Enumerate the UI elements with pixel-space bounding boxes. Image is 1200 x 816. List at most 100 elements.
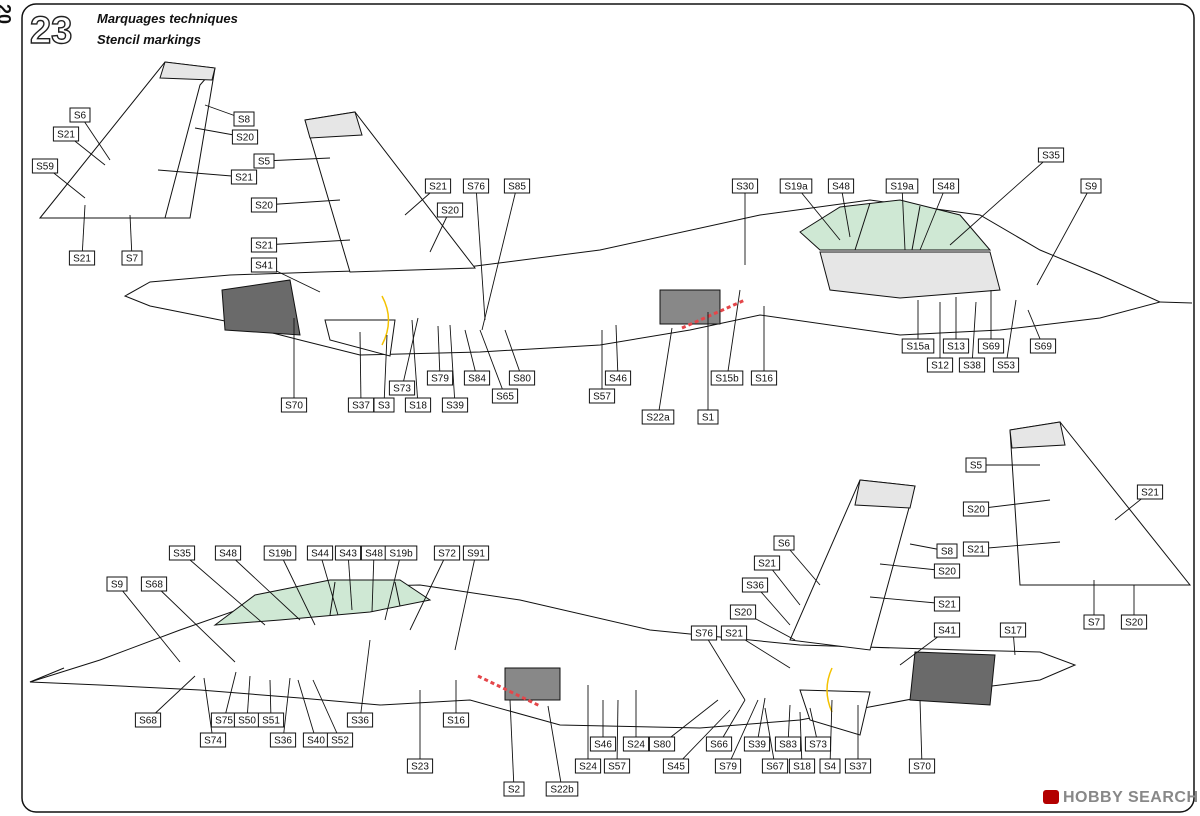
callout-box bbox=[844, 758, 872, 774]
callout-label: S37 bbox=[849, 762, 867, 773]
callout-label: S69 bbox=[982, 342, 1000, 353]
callout-box bbox=[901, 338, 935, 354]
leader-line bbox=[504, 329, 523, 379]
callout-label: S2 bbox=[508, 785, 521, 796]
callout-box bbox=[958, 357, 986, 373]
leader-line bbox=[726, 289, 741, 379]
nose-pitot-top bbox=[1159, 301, 1193, 304]
callout-box bbox=[462, 178, 490, 194]
callout-label: S40 bbox=[307, 736, 325, 747]
callout-label: S46 bbox=[609, 374, 627, 385]
callout-s13: S13 bbox=[942, 297, 970, 354]
callout-s91: S91 bbox=[454, 545, 490, 651]
callout-label: S18 bbox=[409, 401, 427, 412]
callout-label: S73 bbox=[809, 740, 827, 751]
callout-s21: S21 bbox=[52, 126, 106, 166]
callout-label: S21 bbox=[1141, 488, 1159, 499]
callout-box bbox=[441, 397, 469, 413]
callout-s69: S69 bbox=[1027, 309, 1057, 354]
callout-s39: S39 bbox=[441, 324, 469, 413]
callout-s35: S35 bbox=[168, 545, 266, 626]
leader-line bbox=[153, 583, 236, 663]
callout-box bbox=[788, 758, 816, 774]
callout-label: S20 bbox=[1125, 618, 1143, 629]
callout-box bbox=[774, 736, 802, 752]
callout-label: S21 bbox=[429, 182, 447, 193]
callout-box bbox=[603, 758, 631, 774]
callout-label: S19a bbox=[784, 182, 808, 193]
callout-s59: S59 bbox=[31, 158, 86, 199]
callout-box bbox=[231, 129, 259, 145]
canopy-frame-1 bbox=[854, 202, 871, 251]
leader-line bbox=[282, 677, 291, 741]
callout-s44: S44 bbox=[306, 545, 339, 616]
callout-label: S22b bbox=[550, 785, 574, 796]
callout-box bbox=[908, 758, 936, 774]
watermark-logo-icon bbox=[1043, 790, 1059, 804]
leader-line bbox=[227, 552, 301, 621]
callout-s45: S45 bbox=[662, 709, 731, 774]
callout-label: S19b bbox=[389, 549, 413, 560]
callout-label: S21 bbox=[235, 173, 253, 184]
callout-box bbox=[1029, 338, 1057, 354]
callout-box bbox=[503, 178, 531, 194]
leader-line bbox=[975, 541, 1061, 550]
callout-label: S9 bbox=[1085, 182, 1098, 193]
callout-label: S59 bbox=[36, 162, 54, 173]
callout-box bbox=[942, 338, 970, 354]
callout-box bbox=[140, 576, 168, 592]
callout-label: S20 bbox=[441, 206, 459, 217]
callout-box bbox=[932, 178, 960, 194]
callout-box bbox=[977, 338, 1005, 354]
leader-line bbox=[437, 325, 441, 379]
callout-box bbox=[999, 622, 1027, 638]
callout-s22b: S22b bbox=[545, 705, 579, 797]
callout-s80: S80 bbox=[648, 699, 719, 752]
callout-s37: S37 bbox=[347, 331, 375, 413]
callout-label: S57 bbox=[608, 762, 626, 773]
canopy-frame-b2 bbox=[394, 581, 401, 607]
leader-line bbox=[971, 301, 977, 366]
leader-line bbox=[919, 699, 923, 767]
callout-box bbox=[710, 370, 744, 386]
callout-label: S21 bbox=[938, 600, 956, 611]
callout-s36: S36 bbox=[741, 577, 791, 626]
callout-label: S80 bbox=[513, 374, 531, 385]
callout-s79: S79 bbox=[714, 699, 759, 774]
callout-s41: S41 bbox=[899, 622, 961, 666]
nose-pitot-bottom bbox=[29, 667, 65, 683]
callout-box bbox=[406, 758, 434, 774]
callout-s79: S79 bbox=[426, 325, 454, 386]
yellow-line-bottom bbox=[826, 667, 833, 713]
cockpit-panel-top bbox=[819, 251, 1001, 299]
leader-line bbox=[764, 707, 776, 767]
callout-label: S45 bbox=[667, 762, 685, 773]
callout-label: S35 bbox=[173, 549, 191, 560]
callout-box bbox=[933, 563, 961, 579]
intake-grille-bottom bbox=[504, 667, 561, 701]
leader-line bbox=[919, 185, 947, 251]
leader-line bbox=[384, 552, 402, 621]
callout-label: S21 bbox=[967, 545, 985, 556]
callout-box bbox=[962, 501, 990, 517]
callout-s24: S24 bbox=[622, 690, 650, 752]
callout-label: S84 bbox=[468, 374, 486, 385]
leader-line bbox=[481, 185, 518, 331]
callout-s52: S52 bbox=[312, 679, 354, 748]
callout-label: S8 bbox=[941, 547, 954, 558]
callout-label: S53 bbox=[997, 361, 1015, 372]
callout-label: S68 bbox=[139, 716, 157, 727]
callout-s21: S21 bbox=[962, 541, 1061, 557]
callout-box bbox=[503, 781, 525, 797]
callout-box bbox=[662, 758, 690, 774]
callout-label: S39 bbox=[748, 740, 766, 751]
fin-tip-top-2 bbox=[304, 111, 363, 139]
callout-label: S21 bbox=[758, 559, 776, 570]
callout-s21: S21 bbox=[68, 204, 96, 266]
callout-box bbox=[491, 388, 519, 404]
callout-s30: S30 bbox=[731, 178, 759, 265]
callout-box bbox=[230, 169, 258, 185]
callout-label: S21 bbox=[73, 254, 91, 265]
callout-box bbox=[134, 712, 162, 728]
callout-label: S6 bbox=[778, 539, 791, 550]
